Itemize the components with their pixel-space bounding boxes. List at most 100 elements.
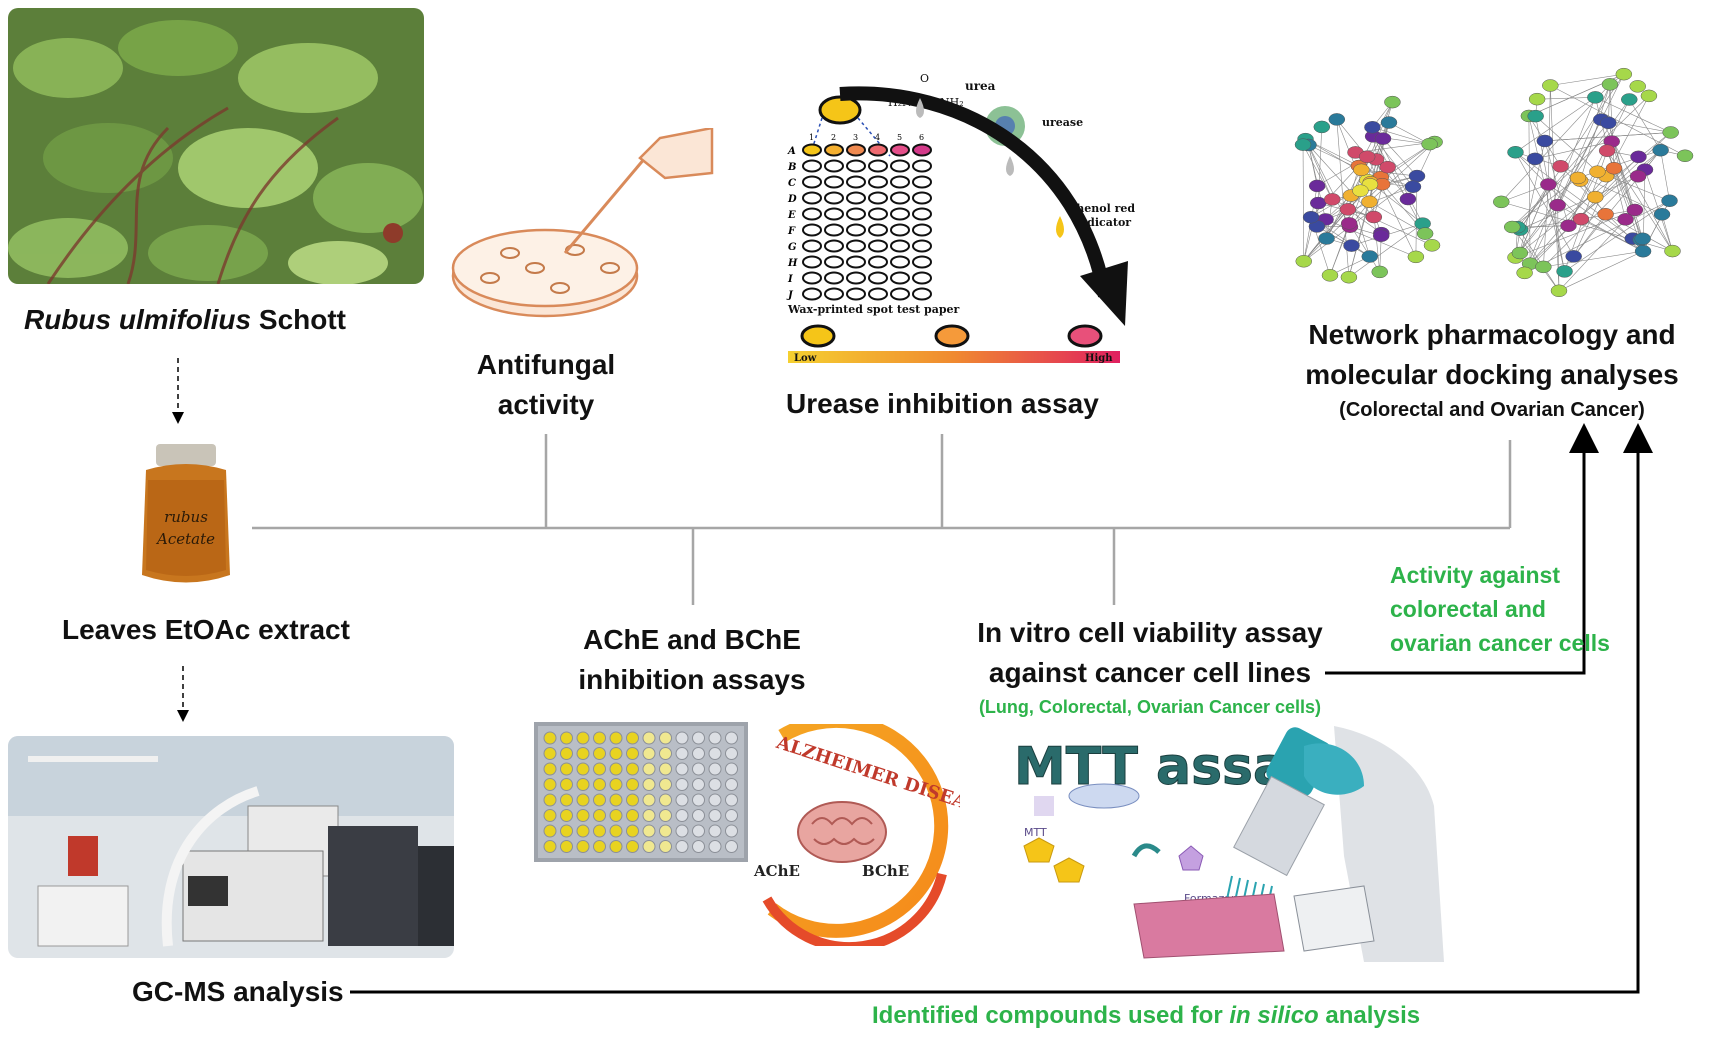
plate-well [576, 840, 590, 853]
plate-well [543, 762, 557, 776]
mid-spot [934, 324, 970, 348]
network-graph-ovarian [1478, 66, 1710, 306]
network-node [1408, 169, 1426, 183]
plate-well [642, 762, 656, 776]
grid-spot [868, 287, 888, 301]
network-node [1379, 160, 1396, 174]
network-node [1374, 132, 1392, 145]
viability-label: In vitro cell viability assay against ca… [977, 617, 1323, 688]
plate-well [576, 809, 590, 822]
network-node [1617, 213, 1634, 226]
grid-spot [824, 207, 844, 221]
network-node [1493, 195, 1510, 209]
plate-well [593, 793, 606, 807]
microplate-photo [534, 722, 748, 862]
plate-well [642, 747, 656, 760]
plate-well [708, 778, 722, 791]
network-node [1295, 255, 1312, 268]
network-edge [1550, 85, 1686, 157]
network-node [1339, 203, 1357, 216]
network-edge [1661, 214, 1673, 252]
network-node [1324, 193, 1341, 206]
network-node [1371, 265, 1388, 279]
network-node [1629, 169, 1647, 183]
plate-well [560, 809, 573, 822]
network-node [1340, 270, 1358, 284]
plate-well [626, 731, 639, 745]
plate-well [560, 731, 573, 745]
network-edge [1528, 115, 1565, 272]
grid-spot [802, 175, 822, 189]
bottle-label-text: rubus [164, 508, 208, 526]
network-node [1664, 244, 1681, 258]
main-timeline [252, 434, 1512, 605]
network-edge [1372, 136, 1414, 187]
network-node [1560, 219, 1577, 232]
plate-well [659, 731, 672, 745]
plate-well [593, 747, 606, 760]
identified-compounds-label: Identified compounds used for in silico … [872, 1002, 1421, 1029]
network-node [1516, 266, 1533, 280]
viability-cells-label: (Lung, Colorectal, Ovarian Cancer cells) [978, 697, 1322, 717]
network-node [1313, 120, 1331, 134]
network-edge [1336, 119, 1350, 278]
network-node [1661, 194, 1678, 207]
grid-col-label: 6 [919, 133, 924, 142]
grid-spot [802, 271, 822, 285]
network-edge [1564, 200, 1670, 272]
grid-spot [868, 159, 888, 173]
network-node [1549, 198, 1566, 212]
plate-well [725, 762, 738, 776]
grid-col-label: 3 [853, 133, 858, 142]
grid-row-label: A [787, 146, 796, 157]
network-edge [1512, 95, 1650, 228]
network-node [1321, 269, 1339, 282]
plate-well [659, 793, 672, 807]
plate-well [642, 824, 656, 838]
rubus-plant-photo [8, 8, 424, 284]
plate-well [725, 824, 738, 838]
plate-well [626, 809, 639, 822]
grid-col-label: 5 [897, 133, 902, 142]
network-node [1634, 244, 1652, 258]
network-node [1587, 190, 1604, 204]
plate-well [708, 824, 722, 838]
grid-spot [802, 191, 822, 205]
grid-spot [912, 159, 932, 173]
grid-spot [824, 271, 844, 285]
plate-well [725, 778, 738, 791]
network-node [1407, 250, 1425, 264]
network-node [1372, 229, 1390, 242]
network-edge [1557, 84, 1611, 206]
network-edge [1568, 99, 1630, 226]
network-node [1605, 161, 1623, 175]
grid-spot [868, 255, 888, 269]
network-edge [1629, 99, 1661, 151]
plate-well [675, 809, 689, 822]
plate-well [609, 731, 623, 745]
plate-well [576, 778, 590, 791]
network-node [1556, 265, 1573, 278]
grid-row-label: H [787, 258, 798, 269]
network-node [1629, 80, 1646, 93]
network-node [1507, 145, 1524, 159]
grid-spot [890, 239, 910, 253]
dashed-arrows [172, 358, 189, 722]
high-label: High [1085, 353, 1113, 364]
plate-well [626, 778, 639, 791]
grid-spot [912, 223, 932, 237]
network-edge [1524, 97, 1596, 273]
grid-spot [824, 223, 844, 237]
network-node [1630, 150, 1647, 164]
plate-well [609, 840, 623, 853]
plate-well [692, 747, 705, 760]
grid-spot [824, 159, 844, 173]
grid-spot [802, 223, 822, 237]
plate-well [593, 762, 606, 776]
plate-well [692, 762, 705, 776]
network-node [1361, 195, 1378, 209]
plate-well [626, 762, 639, 776]
network-node [1615, 67, 1633, 81]
urea-label: urea [965, 79, 996, 93]
network-edge [1325, 219, 1416, 258]
